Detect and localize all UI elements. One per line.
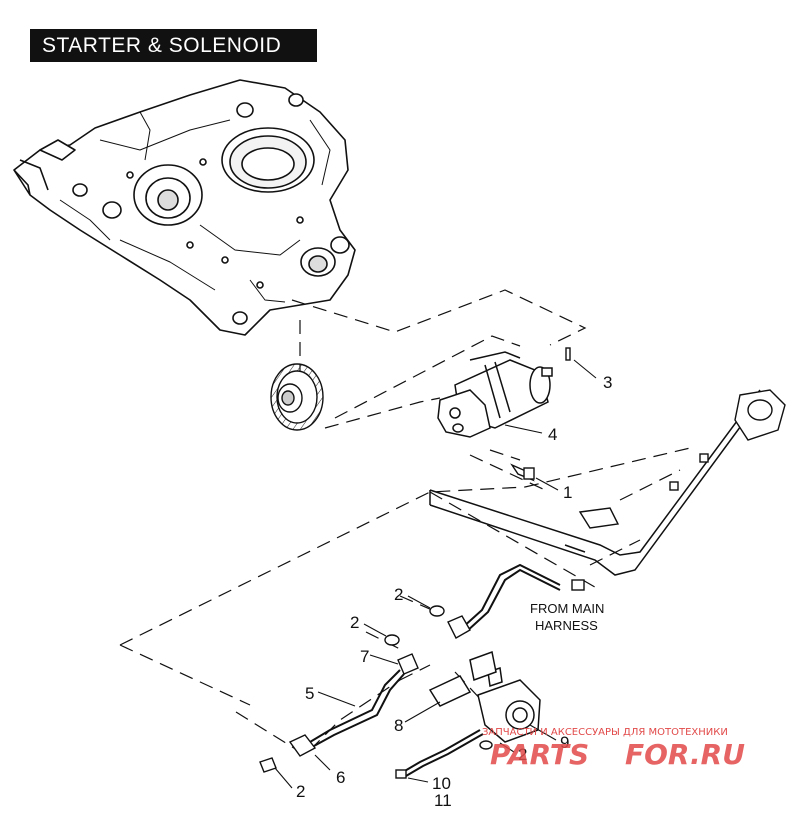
callout-10: 10 (432, 774, 451, 793)
harness-tube-end (578, 389, 786, 529)
main-harness-cable (461, 563, 561, 633)
starter-cable (309, 669, 405, 747)
callout-4: 4 (548, 425, 557, 444)
callout-7: 7 (360, 647, 369, 666)
callout-1: 1 (563, 483, 572, 502)
callout-11: 11 (434, 791, 452, 810)
harness-track (429, 389, 761, 576)
callout-5: 5 (305, 684, 314, 703)
watermark-tagline: ЗАПЧАСТИ И АКСЕССУАРЫ ДЛЯ МОТОТЕХНИКИ (482, 727, 728, 738)
assembly-guide-lines (119, 289, 691, 756)
callout-8: 8 (394, 716, 403, 735)
callout-2: 2 (296, 782, 305, 801)
cable-boot (288, 653, 419, 757)
hex-nut (259, 605, 493, 773)
watermark-brand-left: PARTS (490, 738, 589, 771)
harness-connector (447, 579, 585, 639)
callout-9: 9 (560, 733, 569, 752)
callout-2: 2 (394, 585, 403, 604)
dowel-pin (565, 347, 571, 361)
crankcase (13, 79, 356, 336)
ground-wire (402, 729, 484, 777)
starter-drive-gear (270, 363, 324, 431)
watermark: ЗАПЧАСТИ И АКСЕССУАРЫ ДЛЯ МОТОТЕХНИКИ PA… (482, 727, 745, 771)
harness-label-line1: FROM MAIN (530, 601, 604, 616)
starter-mounting-bolt (510, 463, 535, 482)
page-title: STARTER & SOLENOID (30, 29, 317, 62)
watermark-brand-right: FOR.RU (625, 738, 745, 771)
callout-2: 2 (518, 745, 527, 764)
starter-solenoid (428, 650, 541, 743)
callout-3: 3 (603, 373, 612, 392)
callout-6: 6 (336, 768, 345, 787)
ring-terminal (395, 769, 407, 779)
callout-leaders (274, 359, 597, 789)
callout-2: 2 (350, 613, 359, 632)
starter-motor (437, 351, 553, 438)
harness-label-line2: HARNESS (535, 618, 598, 633)
